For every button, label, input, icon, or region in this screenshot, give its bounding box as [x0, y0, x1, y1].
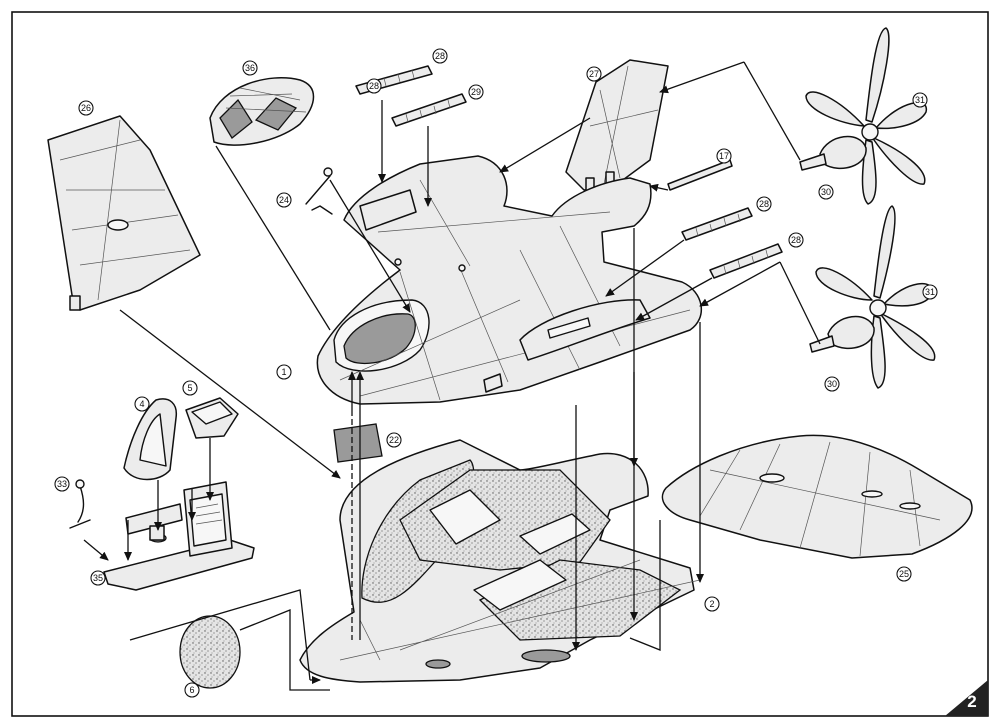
- callout-30-a: 30: [818, 184, 834, 200]
- svg-text:4: 4: [139, 399, 144, 409]
- callout-27: 27: [586, 66, 602, 82]
- callout-6: 6: [184, 682, 200, 698]
- callout-22: 22: [386, 432, 402, 448]
- svg-text:5: 5: [187, 383, 192, 393]
- svg-text:31: 31: [925, 287, 935, 297]
- callout-31-b: 31: [922, 284, 938, 300]
- part-30-spinner-lower: [809, 315, 875, 353]
- part-30-spinner-upper: [799, 135, 867, 171]
- part-6-nose-weight: [179, 615, 241, 689]
- svg-text:27: 27: [589, 69, 599, 79]
- part-26-left-fin: [47, 115, 201, 311]
- svg-text:29: 29: [471, 87, 481, 97]
- svg-text:28: 28: [435, 51, 445, 61]
- svg-text:30: 30: [821, 187, 831, 197]
- callout-26: 26: [78, 100, 94, 116]
- callout-5: 5: [182, 380, 198, 396]
- callout-28-a: 28: [432, 48, 448, 64]
- svg-text:35: 35: [93, 573, 103, 583]
- part-29-exhaust: [391, 93, 467, 127]
- part-28-exhaust-right-b: [709, 243, 783, 279]
- part-28-exhaust-upper: [355, 65, 433, 95]
- part-1-upper-fuselage: [316, 155, 703, 405]
- callout-4: 4: [134, 396, 150, 412]
- part-31-propeller-upper: [805, 27, 927, 205]
- svg-text:28: 28: [369, 81, 379, 91]
- callout-35: 35: [90, 570, 106, 586]
- callout-28-b: 28: [756, 196, 772, 212]
- part-33-small-stick: [69, 479, 91, 529]
- part-17-rod: [667, 159, 733, 191]
- part-35-cockpit-floor: [103, 481, 255, 591]
- part-28-exhaust-right-a: [681, 207, 753, 241]
- svg-text:2: 2: [709, 599, 714, 609]
- svg-text:25: 25: [899, 569, 909, 579]
- part-5-bin: [185, 397, 239, 439]
- svg-text:28: 28: [791, 235, 801, 245]
- callout-24: 24: [276, 192, 292, 208]
- part-24-control-stick: [305, 167, 333, 215]
- svg-text:22: 22: [389, 435, 399, 445]
- callout-33: 33: [54, 476, 70, 492]
- page-number: 2: [967, 692, 976, 711]
- callout-28-d: 28: [366, 78, 382, 94]
- callout-36: 36: [242, 60, 258, 76]
- callout-28-c: 28: [788, 232, 804, 248]
- svg-text:17: 17: [719, 151, 729, 161]
- callout-25: 25: [896, 566, 912, 582]
- page-border: [11, 11, 989, 717]
- page-number-badge: [945, 680, 988, 716]
- svg-text:28: 28: [759, 199, 769, 209]
- part-25-right-wing: [661, 434, 973, 559]
- callout-31-a: 31: [912, 92, 928, 108]
- svg-text:36: 36: [245, 63, 255, 73]
- callout-2: 2: [704, 596, 720, 612]
- callout-17: 17: [716, 148, 732, 164]
- part-22-plate: [333, 423, 383, 463]
- svg-text:24: 24: [279, 195, 289, 205]
- svg-text:1: 1: [281, 367, 286, 377]
- part-2-lower-fuselage: [299, 439, 701, 683]
- callout-29: 29: [468, 84, 484, 100]
- callout-30-b: 30: [824, 376, 840, 392]
- part-31-propeller-lower: [815, 205, 936, 389]
- part-4-seat: [123, 398, 178, 481]
- callout-1: 1: [276, 364, 292, 380]
- svg-text:31: 31: [915, 95, 925, 105]
- svg-text:26: 26: [81, 103, 91, 113]
- svg-text:33: 33: [57, 479, 67, 489]
- svg-text:6: 6: [189, 685, 194, 695]
- part-27-right-fin: [565, 59, 669, 193]
- svg-text:30: 30: [827, 379, 837, 389]
- part-36-canopy: [209, 77, 315, 146]
- assembly-arrows: [83, 61, 821, 691]
